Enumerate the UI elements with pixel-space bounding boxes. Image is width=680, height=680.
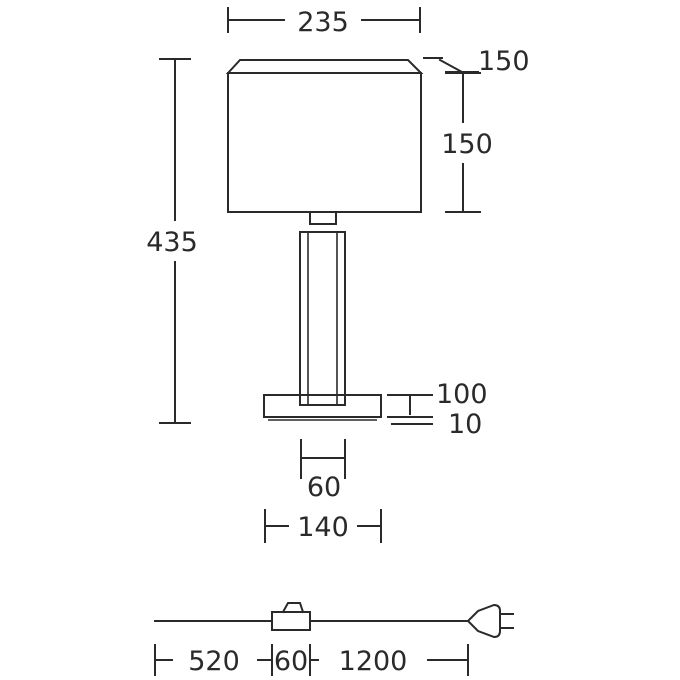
dim-switch-to-plug-label: 1200: [339, 646, 408, 677]
dim-column-width: 60: [300, 439, 346, 503]
dim-shade-height: 150: [441, 72, 493, 213]
dim-shade-width: 235: [227, 7, 421, 38]
dim-column-base-height: 100 10: [387, 379, 488, 440]
power-plug: [466, 603, 514, 639]
dim-shade-width-label: 235: [297, 7, 349, 38]
lamp-base: [263, 394, 382, 421]
dim-column-height-label: 100: [436, 379, 488, 410]
dim-total-height: 435: [146, 58, 198, 424]
dim-shade-height-label: 150: [441, 129, 493, 160]
cord-switch: [271, 602, 311, 631]
dim-total-height-label: 435: [146, 227, 198, 258]
dim-switch-length-label: 60: [274, 646, 308, 677]
power-cable: [154, 602, 514, 639]
lamp-socket: [309, 211, 337, 225]
dim-column-width-label: 60: [307, 472, 341, 503]
dim-cable-to-switch-label: 520: [188, 646, 240, 677]
dim-base-width-label: 140: [297, 512, 349, 543]
dim-shade-depth-label: 150: [478, 46, 530, 77]
dim-base-thickness-label: 10: [448, 409, 482, 440]
dim-base-width: 140: [264, 509, 382, 543]
dim-cable-lengths: 520 60 1200: [154, 644, 469, 677]
lamp-shade: [225, 59, 424, 213]
lamp-column: [299, 231, 346, 406]
